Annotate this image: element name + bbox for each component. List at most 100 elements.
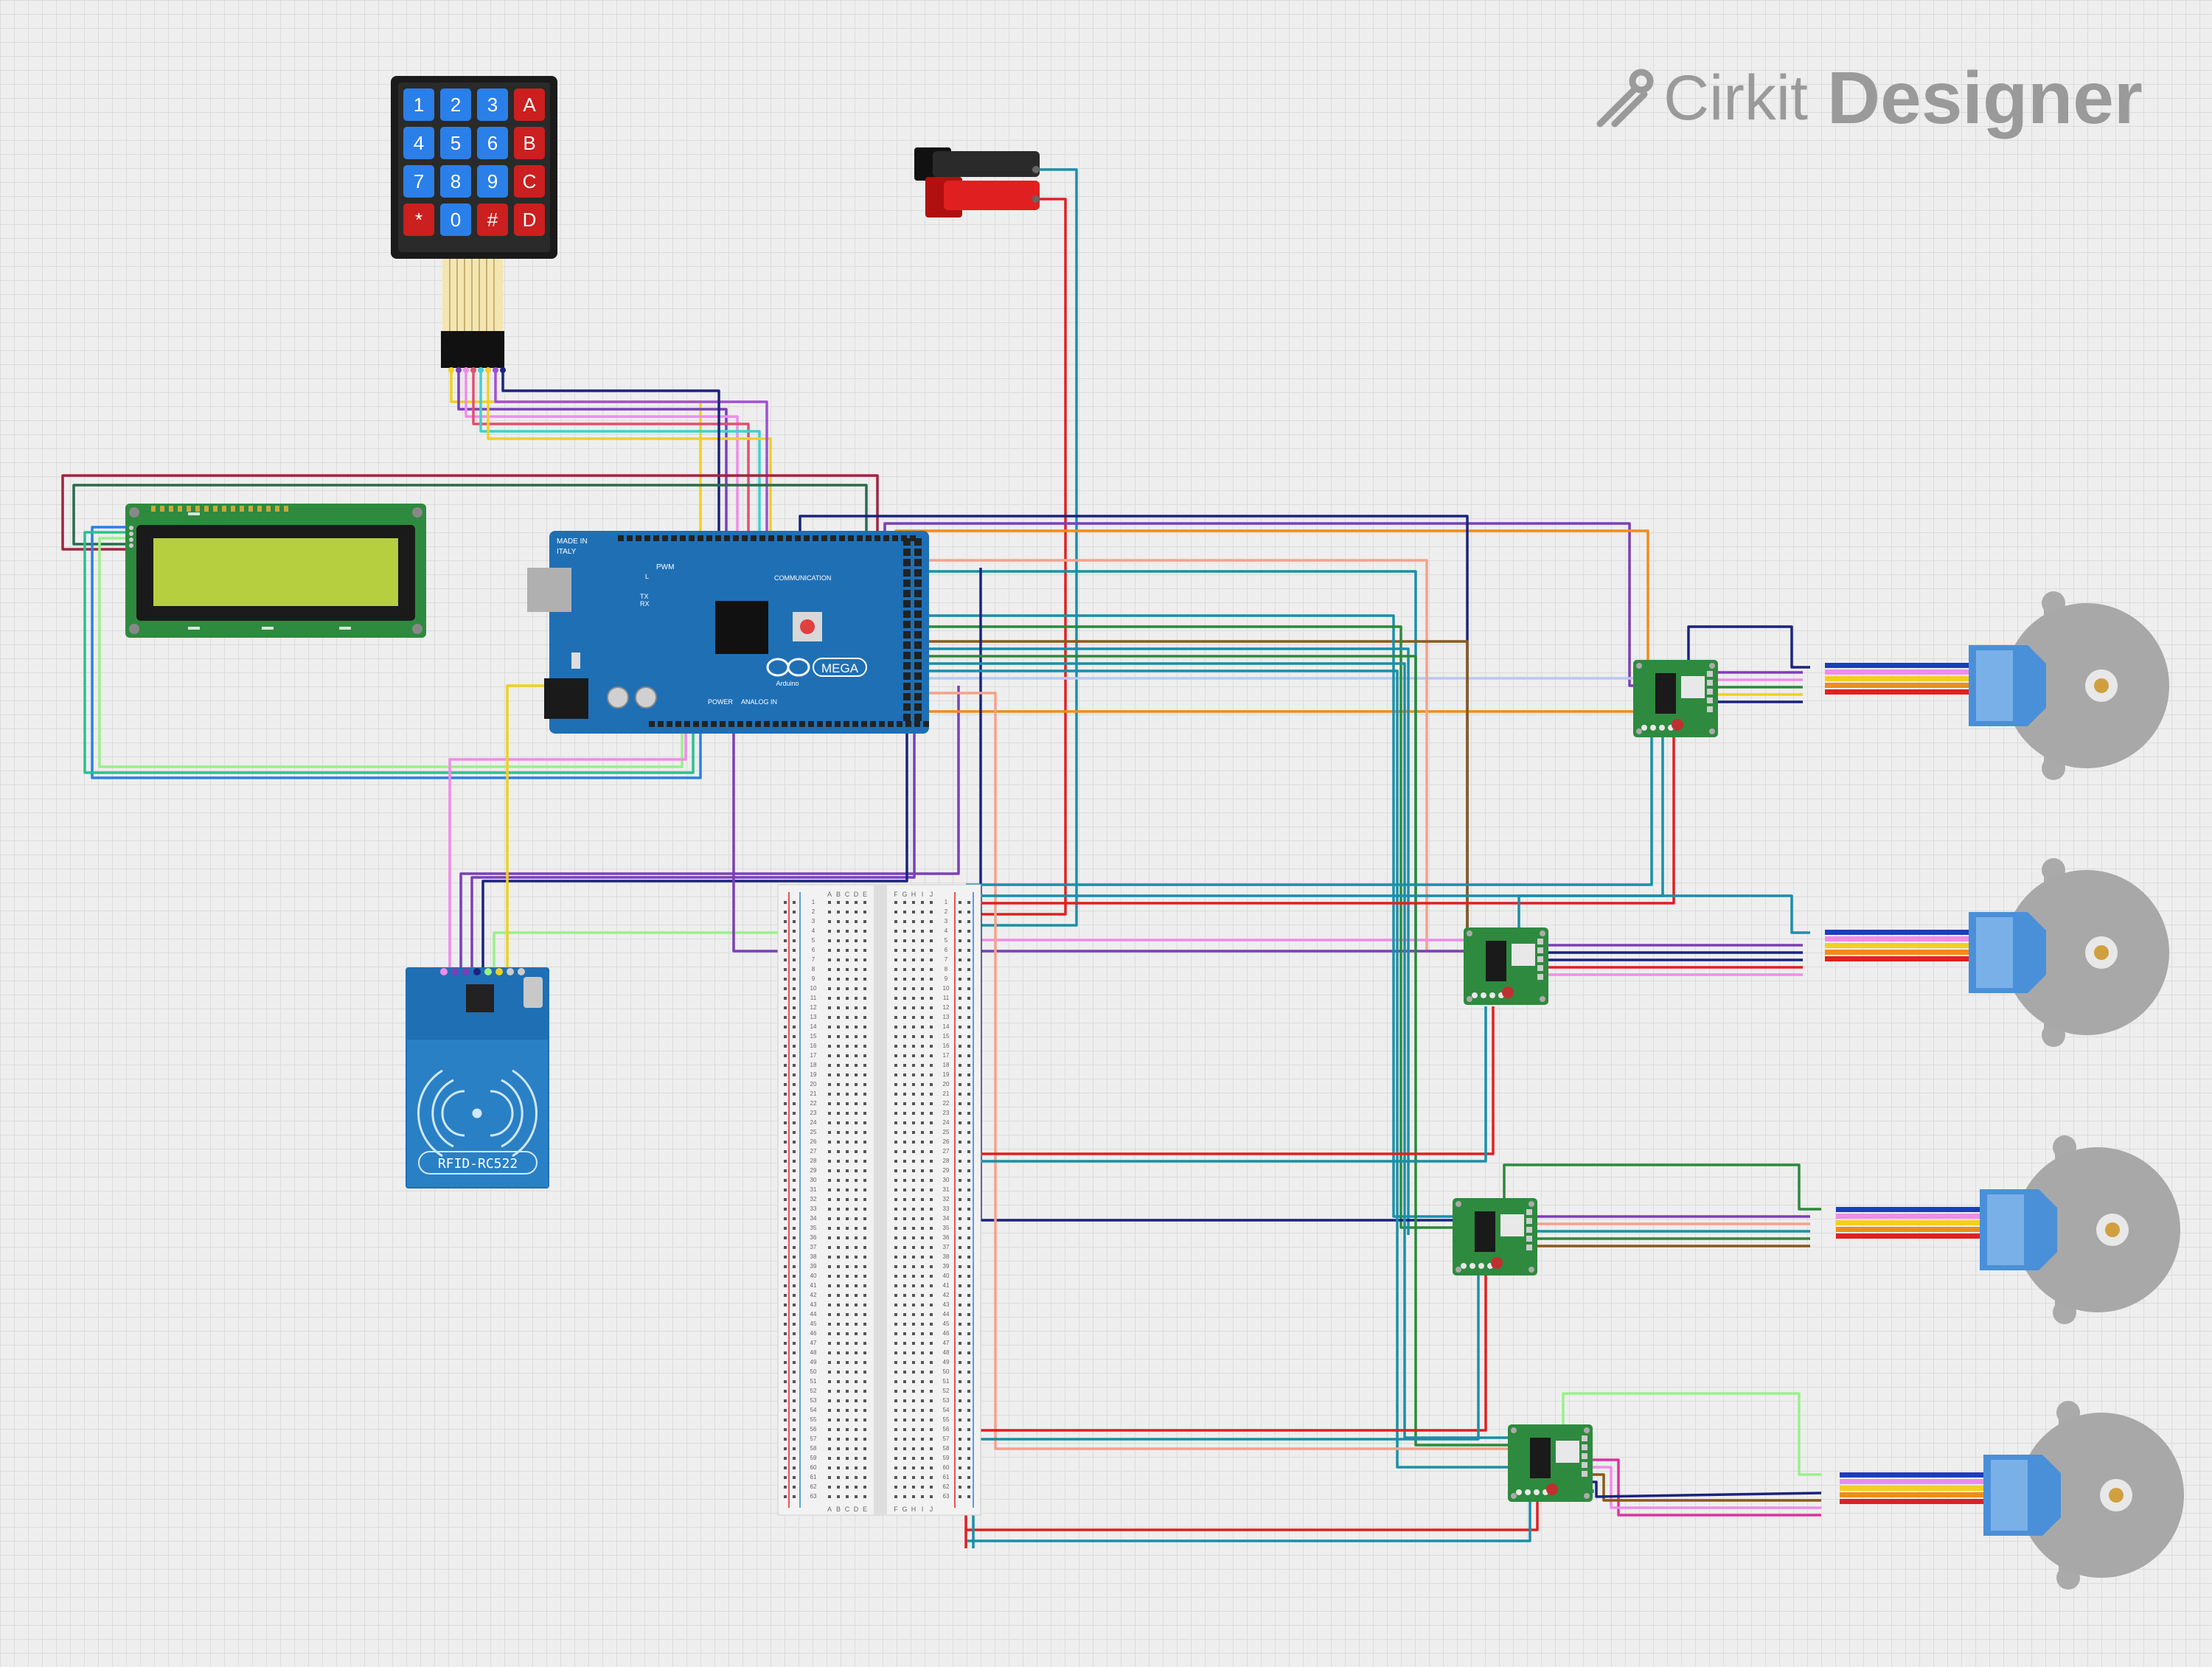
- rfid-pin[interactable]: [518, 968, 525, 975]
- rfid-pin[interactable]: [462, 968, 470, 975]
- bb-col-label: A: [827, 891, 832, 898]
- keypad-pin[interactable]: [485, 367, 491, 373]
- communication-text: COMMUNICATION: [774, 574, 831, 582]
- bb-row-label: 28: [810, 1158, 817, 1164]
- keypad-key-#[interactable]: #: [477, 203, 508, 236]
- wire: [966, 1272, 1480, 1441]
- keypad-key-*[interactable]: *: [403, 203, 434, 236]
- rfid-label: RFID-RC522: [438, 1156, 518, 1172]
- bb-row-label: 35: [943, 1225, 950, 1231]
- bb-row-label: 25: [810, 1129, 817, 1135]
- bb-row-label: 42: [810, 1292, 817, 1298]
- rfid-pin[interactable]: [484, 968, 492, 975]
- stepper-motor[interactable]: [1825, 591, 2169, 780]
- keypad-pin[interactable]: [456, 367, 462, 373]
- stepper-motor[interactable]: [1840, 1401, 2184, 1590]
- bb-row-label: 56: [943, 1426, 950, 1433]
- keypad-key-7[interactable]: 7: [403, 165, 434, 198]
- driver1-motor-wires: [1718, 671, 1803, 703]
- lcd-i2c-pin[interactable]: [129, 532, 133, 536]
- stepper-motor[interactable]: [1836, 1135, 2180, 1324]
- bb-col-label: G: [902, 891, 907, 898]
- keypad-key-B[interactable]: B: [514, 127, 545, 159]
- keypad-key-0[interactable]: 0: [440, 203, 471, 236]
- keypad-pin[interactable]: [478, 367, 484, 373]
- bb-row-label: 34: [810, 1215, 817, 1222]
- keypad-key-6[interactable]: 6: [477, 127, 508, 159]
- rfid-pin[interactable]: [451, 968, 459, 975]
- bb-row-label: 6: [812, 947, 815, 953]
- bb-row-label: 9: [812, 975, 815, 982]
- rfid-pin[interactable]: [495, 968, 503, 975]
- bb-row-label: 26: [810, 1138, 817, 1145]
- svg-text:2: 2: [451, 94, 461, 116]
- bb-row-label: 61: [943, 1474, 950, 1480]
- stepper-driver-board[interactable]: [1464, 928, 1548, 1005]
- bb-col-label: H: [911, 891, 917, 898]
- bb-col-label: E: [863, 1506, 867, 1513]
- wire: [91, 526, 702, 779]
- stepper-driver-board[interactable]: [1453, 1198, 1537, 1276]
- arduino-mega[interactable]: MADE IN ITALY PWM COMMUNICATION L TX RX …: [527, 531, 929, 734]
- wire: [966, 1272, 1487, 1432]
- bb-row-label: 23: [810, 1110, 817, 1116]
- mega-model-text: MEGA: [821, 661, 859, 675]
- keypad-key-2[interactable]: 2: [440, 88, 471, 121]
- keypad-pin[interactable]: [448, 367, 454, 373]
- keypad-key-9[interactable]: 9: [477, 165, 508, 198]
- bb-row-label: 58: [943, 1445, 950, 1452]
- keypad-key-A[interactable]: A: [514, 88, 545, 121]
- rfid-pin[interactable]: [473, 968, 481, 975]
- bb-row-label: 5: [812, 937, 815, 944]
- bb-col-label: I: [922, 891, 924, 898]
- stepper-driver-board[interactable]: [1508, 1424, 1593, 1502]
- bb-row-label: 11: [810, 995, 817, 1001]
- wire: [457, 372, 728, 538]
- wire: [98, 537, 684, 768]
- stepper-driver-board[interactable]: [1633, 660, 1718, 737]
- bb-row-label: 36: [810, 1234, 817, 1241]
- lcd-i2c-pin[interactable]: [129, 526, 133, 530]
- bb-col-label: I: [922, 1506, 924, 1513]
- power-jack-terminals[interactable]: [914, 147, 1040, 217]
- keypad-pin[interactable]: [463, 367, 469, 373]
- lcd-16x2: [125, 504, 426, 638]
- wire: [966, 730, 1664, 897]
- bb-row-label: 24: [810, 1119, 817, 1126]
- svg-text:D: D: [523, 209, 537, 231]
- keypad-key-3[interactable]: 3: [477, 88, 508, 121]
- keypad-key-8[interactable]: 8: [440, 165, 471, 198]
- rfid-pin[interactable]: [440, 968, 448, 975]
- bb-row-label: 34: [943, 1215, 950, 1222]
- bb-col-label: D: [854, 891, 859, 898]
- rfid-rc522[interactable]: RFID-RC522: [406, 967, 549, 1189]
- bb-row-label: 16: [810, 1043, 817, 1049]
- bb-row-label: 51: [810, 1378, 817, 1385]
- rfid-antenna-icon: [417, 1069, 538, 1158]
- bb-col-label: C: [845, 1506, 850, 1513]
- lcd-i2c-pin[interactable]: [129, 543, 133, 548]
- stepper-motor[interactable]: [1825, 858, 2169, 1047]
- keypad-key-C[interactable]: C: [514, 165, 545, 198]
- bb-row-label: 22: [810, 1100, 817, 1107]
- lcd-i2c-pin[interactable]: [129, 537, 133, 542]
- keypad-pin[interactable]: [470, 367, 476, 373]
- bb-row-label: 60: [810, 1464, 817, 1471]
- keypad-key-5[interactable]: 5: [440, 127, 471, 159]
- driver3-motor-wires: [1537, 1215, 1810, 1247]
- svg-text:B: B: [523, 132, 535, 154]
- rfid-pin[interactable]: [507, 968, 514, 975]
- bb-row-label: 46: [810, 1330, 817, 1337]
- bb-row-label: 2: [812, 908, 815, 915]
- bb-row-label: 37: [810, 1244, 817, 1250]
- keypad-key-1[interactable]: 1: [403, 88, 434, 121]
- bb-row-label: 20: [810, 1081, 817, 1087]
- keypad-pin[interactable]: [493, 367, 498, 373]
- bb-row-label: 37: [943, 1244, 950, 1250]
- keypad-key-D[interactable]: D: [514, 203, 545, 236]
- svg-text:0: 0: [451, 209, 461, 231]
- keypad-pin[interactable]: [500, 367, 506, 373]
- keypad-key-4[interactable]: 4: [403, 127, 434, 159]
